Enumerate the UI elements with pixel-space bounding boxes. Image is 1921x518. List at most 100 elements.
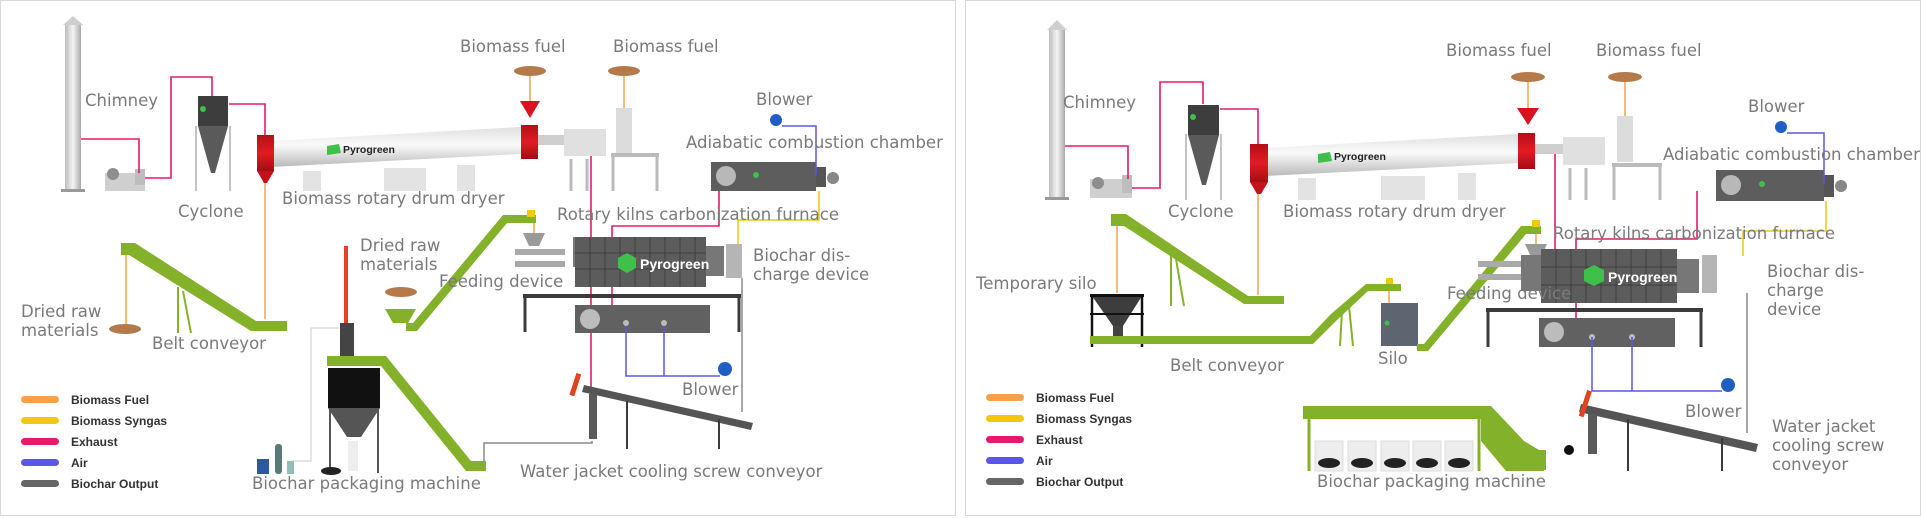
label-discharge-device: Biochar dis- charge device <box>1767 262 1865 319</box>
hot-air-inlet <box>1535 137 1605 200</box>
legend-item: Exhaust <box>986 429 1132 450</box>
chimney <box>61 16 85 192</box>
label-dried-raw-left: Dried raw materials <box>21 302 102 340</box>
legend-label: Biochar Output <box>1036 474 1124 489</box>
label-blower-top: Blower <box>756 90 813 109</box>
legend-b: Biomass Fuel Biomass Syngas Exhaust Air … <box>986 387 1132 492</box>
dryer-brand: Pyrogreen <box>1334 151 1386 163</box>
legend-label: Biomass Syngas <box>71 413 168 428</box>
induced-draft-fan <box>105 168 145 191</box>
label-blower-bottom: Blower <box>682 380 739 399</box>
biomass-fuel-feed-2 <box>608 66 659 191</box>
legend-item: Biochar Output <box>986 471 1132 492</box>
label-cyclone: Cyclone <box>1168 202 1234 221</box>
induced-draft-fan <box>1090 175 1132 198</box>
label-furnace: Rotary kilns carbonization furnace <box>557 205 839 224</box>
label-furnace: Rotary kilns carbonization furnace <box>1553 224 1835 243</box>
label-chimney: Chimney <box>1063 93 1137 112</box>
hot-air-inlet <box>538 129 606 191</box>
legend-label: Exhaust <box>1036 432 1083 447</box>
belt-conveyor <box>109 183 287 334</box>
biomass-fuel-feed-2 <box>1608 72 1662 200</box>
label-combustion-chamber: Adiabatic combustion chamber <box>1663 145 1920 164</box>
label-belt-conveyor: Belt conveyor <box>1170 356 1284 375</box>
label-combustion-chamber: Adiabatic combustion chamber <box>686 133 943 152</box>
rotary-kiln-carbonization-furnace: Pyrogreen <box>523 237 742 333</box>
legend-item: Biomass Fuel <box>21 389 167 410</box>
legend-swatch-biochar <box>21 480 59 487</box>
syngas-line <box>737 191 820 246</box>
adiabatic-combustion-chamber <box>1716 170 1847 201</box>
syngas-line <box>1742 201 1827 256</box>
blower-bottom <box>625 326 732 377</box>
legend-swatch-syngas <box>21 417 59 424</box>
silo <box>1381 303 1418 346</box>
legend-swatch-exhaust <box>986 436 1024 443</box>
biochar-packaging-machine <box>257 246 486 475</box>
legend-swatch-fuel <box>986 394 1024 401</box>
legend-item: Air <box>21 452 167 473</box>
label-biomass-fuel-2: Biomass fuel <box>1596 41 1702 60</box>
cyclone <box>1185 105 1222 200</box>
legend-label: Biomass Fuel <box>71 392 150 407</box>
dryer-brand: Pyrogreen <box>343 144 395 156</box>
diagram-drawing-b: Pyrogreen <box>1045 20 1847 472</box>
legend-label: Air <box>71 455 88 470</box>
label-packaging-machine: Biochar packaging machine <box>1317 472 1546 491</box>
water-jacket-cooling-screw-conveyor <box>1578 390 1758 471</box>
biomass-fuel-feed-1 <box>514 66 546 118</box>
label-packaging-machine: Biochar packaging machine <box>252 474 481 493</box>
process-diagram-panel-b: Pyrogreen <box>965 0 1921 516</box>
label-temporary-silo: Temporary silo <box>976 274 1097 293</box>
inclined-feed-conveyor <box>1417 220 1541 351</box>
label-blower-top: Blower <box>1748 97 1805 116</box>
belt-conveyor-lower <box>1090 278 1401 347</box>
label-cyclone: Cyclone <box>178 202 244 221</box>
belt-conveyor-upper <box>1111 194 1284 307</box>
label-dried-raw-mid: Dried raw materials <box>360 236 441 274</box>
adiabatic-combustion-chamber <box>711 162 839 191</box>
diagram-drawing-a: Pyrogreen <box>61 16 839 475</box>
inclined-feed-conveyor <box>385 210 536 331</box>
label-biomass-fuel-1: Biomass fuel <box>1446 41 1552 60</box>
legend-item: Exhaust <box>21 431 167 452</box>
label-feeding-device: Feeding device <box>439 272 564 291</box>
blower-top <box>770 114 817 175</box>
legend-swatch-syngas <box>986 415 1024 422</box>
label-blower-bottom: Blower <box>1685 402 1742 421</box>
label-cooling-conveyor: Water jacket cooling screw conveyor <box>1772 417 1885 474</box>
biochar-packaging-machine <box>1303 406 1574 472</box>
legend-swatch-exhaust <box>21 438 59 445</box>
label-feeding-device: Feeding device <box>1447 284 1572 303</box>
legend-swatch-fuel <box>21 396 59 403</box>
feeding-device <box>515 223 565 267</box>
legend-a: Biomass Fuel Biomass Syngas Exhaust Air … <box>21 389 167 494</box>
process-diagram-panel-a: Pyrogreen <box>0 0 956 516</box>
legend-item: Biomass Fuel <box>986 387 1132 408</box>
label-dryer: Biomass rotary drum dryer <box>1283 202 1506 221</box>
legend-item: Biochar Output <box>21 473 167 494</box>
legend-label: Biomass Syngas <box>1036 411 1133 426</box>
cyclone <box>195 96 231 191</box>
furnace-brand: Pyrogreen <box>640 256 709 272</box>
legend-item: Biomass Syngas <box>21 410 167 431</box>
legend-swatch-biochar <box>986 478 1024 485</box>
label-belt-conveyor: Belt conveyor <box>152 334 266 353</box>
legend-swatch-air <box>21 459 59 466</box>
rotary-kiln-carbonization-furnace: Pyrogreen <box>1486 249 1717 347</box>
label-biomass-fuel-1: Biomass fuel <box>460 37 566 56</box>
chimney <box>1045 20 1069 200</box>
legend-label: Air <box>1036 453 1053 468</box>
label-chimney: Chimney <box>85 91 159 110</box>
label-discharge-device: Biochar dis- charge device <box>753 246 870 284</box>
label-biomass-fuel-2: Biomass fuel <box>613 37 719 56</box>
label-silo: Silo <box>1378 349 1408 368</box>
legend-label: Biomass Fuel <box>1036 390 1115 405</box>
rotary-drum-dryer: Pyrogreen <box>1250 133 1535 200</box>
blower-top <box>1775 121 1825 184</box>
label-dryer: Biomass rotary drum dryer <box>282 189 505 208</box>
blower-bottom <box>1591 337 1735 392</box>
biomass-fuel-feed-1 <box>1511 72 1545 125</box>
water-jacket-cooling-screw-conveyor <box>483 372 753 461</box>
legend-item: Biomass Syngas <box>986 408 1132 429</box>
